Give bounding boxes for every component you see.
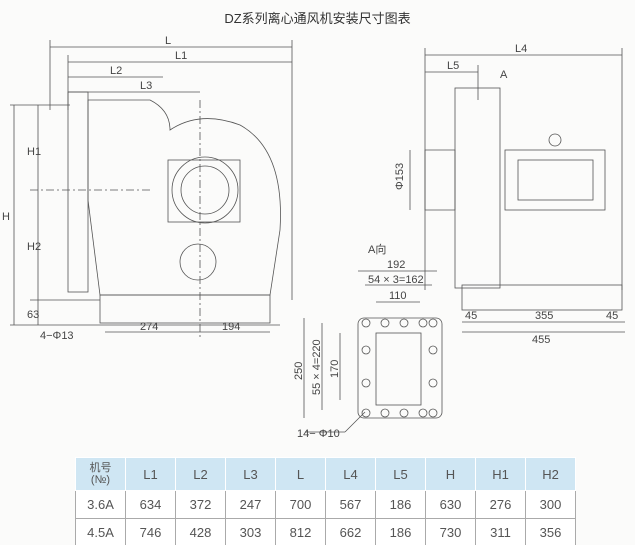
cell: 567 <box>325 490 376 519</box>
cell: 700 <box>275 490 326 519</box>
header-L5: L5 <box>375 457 426 491</box>
cell: 428 <box>175 518 226 545</box>
header-H1: H1 <box>475 457 526 491</box>
cell: 311 <box>475 518 526 545</box>
cell: 746 <box>125 518 176 545</box>
header-H: H <box>425 457 476 491</box>
dim-192: 192 <box>387 259 405 271</box>
installation-drawing: L L1 L2 L3 H H1 H2 63 274 194 4−Φ13 L4 L… <box>2 35 625 440</box>
flange-view-label: A向 <box>368 242 386 256</box>
dim-45-left: 45 <box>465 310 477 322</box>
dim-274: 274 <box>140 321 158 333</box>
cell: 662 <box>325 518 376 545</box>
dim-63: 63 <box>27 309 39 321</box>
header-L3: L3 <box>225 457 276 491</box>
cell: 4.5A <box>75 518 126 545</box>
header-L4: L4 <box>325 457 376 491</box>
header-L1: L1 <box>125 457 176 491</box>
table-row: 3.6A 634 372 247 700 567 186 630 276 300 <box>75 490 576 519</box>
dim-110: 110 <box>389 290 407 302</box>
dimension-table: 机号 (№) L1 L2 L3 L L4 L5 H H1 H2 3.6A 634… <box>75 457 576 545</box>
dim-H: H <box>2 211 10 223</box>
dim-H2: H2 <box>27 241 41 253</box>
view-arrow-A: A <box>500 69 508 81</box>
cell: 186 <box>375 518 426 545</box>
dim-220: 55 × 4=220 <box>311 339 323 395</box>
cell: 303 <box>225 518 276 545</box>
table-row: 4.5A 746 428 303 812 662 186 730 311 356 <box>75 518 576 545</box>
dim-170: 170 <box>329 360 341 378</box>
dim-162: 54 × 3=162 <box>368 274 424 286</box>
dim-L2: L2 <box>110 65 122 77</box>
header-L: L <box>275 457 326 491</box>
header-H2: H2 <box>525 457 576 491</box>
header-L2: L2 <box>175 457 226 491</box>
dim-L4: L4 <box>515 43 527 55</box>
holes-4-phi13: 4−Φ13 <box>40 330 74 342</box>
dim-355: 355 <box>535 310 553 322</box>
dim-L3: L3 <box>140 80 152 92</box>
cell: 3.6A <box>75 490 126 519</box>
dim-194: 194 <box>222 321 240 333</box>
cell: 356 <box>525 518 576 545</box>
cell: 247 <box>225 490 276 519</box>
dim-phi153: Φ153 <box>394 163 406 190</box>
cell: 300 <box>525 490 576 519</box>
cell: 186 <box>375 490 426 519</box>
header-model: 机号 (№) <box>75 457 126 491</box>
page-title: DZ系列离心通风机安装尺寸图表 <box>224 11 411 26</box>
dim-455: 455 <box>532 334 550 346</box>
cell: 372 <box>175 490 226 519</box>
cell: 812 <box>275 518 326 545</box>
dim-L: L <box>165 35 171 47</box>
dim-L1: L1 <box>175 50 187 62</box>
dim-L5: L5 <box>447 60 459 72</box>
dim-250: 250 <box>293 362 305 380</box>
table-header-row: 机号 (№) L1 L2 L3 L L4 L5 H H1 H2 <box>75 457 576 491</box>
holes-14-phi10: 14− Φ10 <box>297 428 340 440</box>
cell: 634 <box>125 490 176 519</box>
dim-H1: H1 <box>27 146 41 158</box>
cell: 276 <box>475 490 526 519</box>
cell: 630 <box>425 490 476 519</box>
cell: 730 <box>425 518 476 545</box>
dim-45-right: 45 <box>606 310 618 322</box>
